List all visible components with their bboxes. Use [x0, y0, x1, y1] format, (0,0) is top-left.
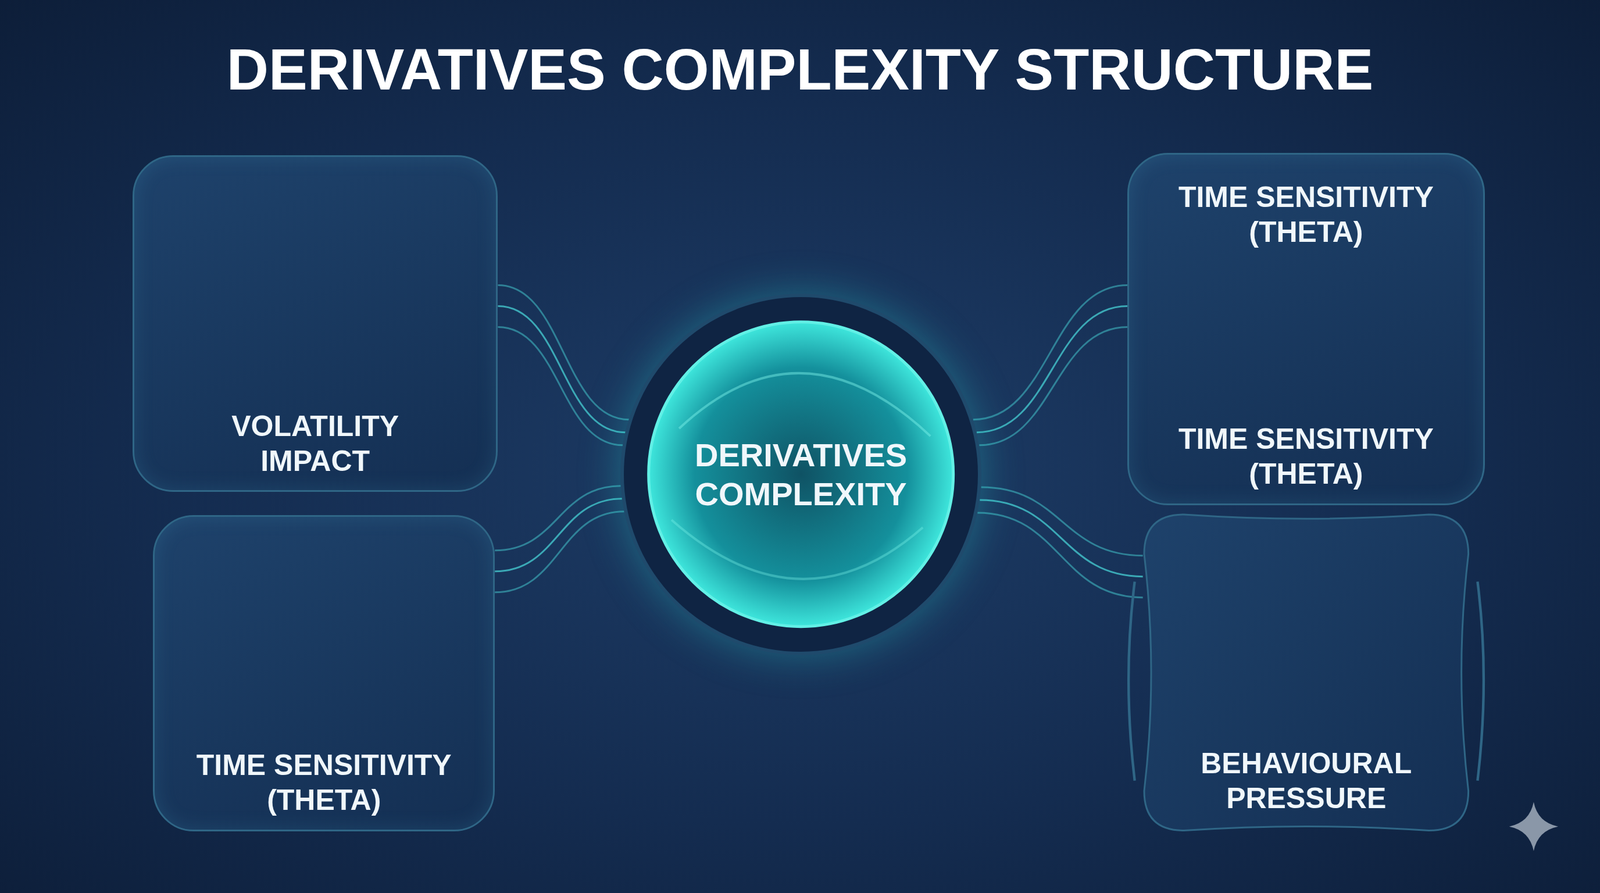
- decorative-arc: [1477, 581, 1484, 781]
- hub-label: DERIVATIVES COMPLEXITY: [673, 435, 930, 514]
- connector-group: [973, 285, 1128, 446]
- factor-box: VOLATILITY IMPACT: [132, 155, 498, 492]
- factor-label: BEHAVIOURAL PRESSURE: [1169, 745, 1444, 816]
- connector-strand: [973, 285, 1128, 420]
- decorative-arc: [1128, 581, 1135, 781]
- connector-group: [494, 486, 624, 593]
- connector: [979, 500, 1143, 577]
- connector: [494, 498, 623, 572]
- factor-box: TIME SENSITIVITY (THETA): [152, 515, 495, 832]
- connector-strand: [981, 487, 1144, 556]
- sparkle-watermark: [1509, 802, 1559, 852]
- factor-label: TIME SENSITIVITY (THETA): [1169, 421, 1443, 492]
- connector-strand: [494, 511, 624, 593]
- factor-label: VOLATILITY IMPACT: [178, 408, 452, 479]
- factor-box: TIME SENSITIVITY (THETA) TIME SENSITIVITY…: [1127, 152, 1485, 506]
- connector: [497, 306, 625, 433]
- connector-strand: [977, 512, 1143, 598]
- diagram-title: DERIVATIVES COMPLEXITY STRUCTURE: [0, 36, 1600, 103]
- hub-circle: DERIVATIVES COMPLEXITY: [620, 293, 982, 655]
- hub-glow: [623, 297, 978, 652]
- connector-group: [497, 285, 629, 446]
- factor-label: TIME SENSITIVITY (THETA): [187, 747, 461, 818]
- connector-strand: [494, 486, 621, 551]
- connector: [976, 306, 1128, 433]
- factor-label: TIME SENSITIVITY (THETA): [1169, 179, 1443, 250]
- factor-shape: BEHAVIOURAL PRESSURE: [1143, 513, 1470, 832]
- connector-strand: [497, 285, 629, 420]
- connector-group: [977, 487, 1143, 598]
